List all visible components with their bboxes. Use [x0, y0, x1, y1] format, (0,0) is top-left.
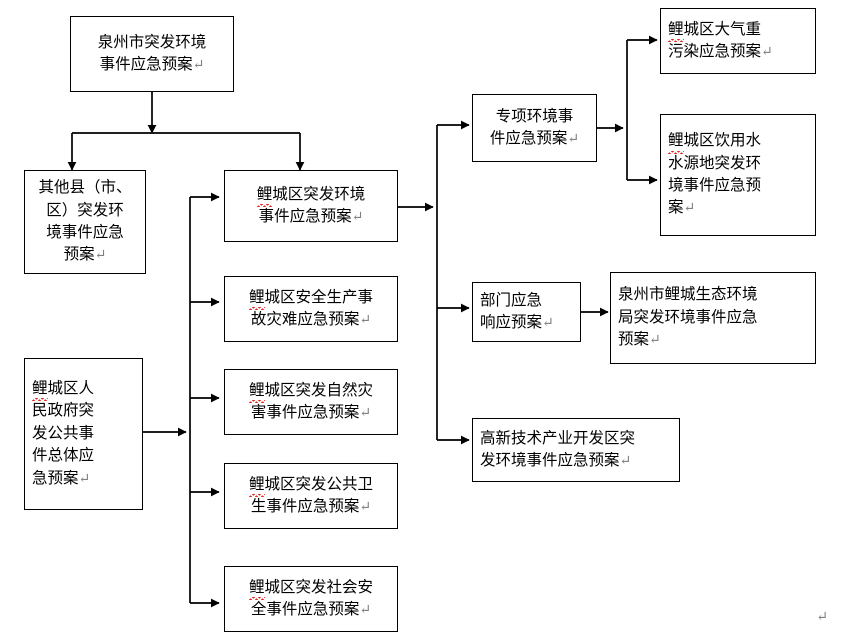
node-quanzhou-city-plan[interactable]: 泉州市突发环境事件应急预案↵ [70, 16, 234, 92]
node-line: 其他县（市、区）突发环境事件应急预案↵ [38, 179, 132, 264]
node-licheng-government-overall-plan[interactable]: 鲤城区人民政府突发公共事件总体应急预案↵ [24, 358, 143, 510]
trailing-paragraph-mark: ↵ [816, 610, 828, 625]
spellcheck-squiggle: 鲤 [248, 287, 265, 311]
node-licheng-work-safety-plan[interactable]: 鲤城区安全生产事故灾难应急预案↵ [224, 276, 398, 342]
node-line: 鲤城区大气重污染应急预案↵ [668, 19, 773, 60]
spellcheck-squiggle: 鲤 [668, 19, 684, 43]
node-line: 鲤城区突发环境事件应急预案↵ [256, 184, 366, 225]
spellcheck-squiggle: 鲤 [248, 577, 265, 601]
node-licheng-drinking-water-source-plan[interactable]: 鲤城区饮用水水源地突发环境事件应急预案↵ [660, 114, 816, 236]
spellcheck-squiggle: 鲤 [256, 184, 272, 208]
spellcheck-squiggle: 鲤 [248, 380, 265, 404]
node-line: 泉州市鲤城生态环境局突发环境事件应急预案↵ [618, 286, 758, 349]
node-hightech-zone-plan[interactable]: 高新技术产业开发区突发环境事件应急预案↵ [472, 418, 680, 482]
spellcheck-squiggle: 鲤 [668, 130, 684, 155]
node-department-response-plan[interactable]: 部门应急响应预案↵ [472, 282, 581, 342]
node-line: 鲤城区人民政府突发公共事件总体应急预案↵ [32, 378, 95, 487]
node-special-environment-plan[interactable]: 专项环境事件应急预案↵ [472, 94, 597, 162]
node-quanzhou-licheng-eco-bureau-plan[interactable]: 泉州市鲤城生态环境局突发环境事件应急预案↵ [610, 272, 816, 364]
node-line: 泉州市突发环境事件应急预案↵ [97, 33, 207, 73]
node-licheng-social-security-plan[interactable]: 鲤城区突发社会安全事件应急预案↵ [224, 566, 398, 632]
node-line: 高新技术产业开发区突发环境事件应急预案↵ [480, 429, 636, 469]
spellcheck-squiggle: 鲤 [248, 474, 265, 498]
spellcheck-squiggle: 鲤 [32, 378, 48, 402]
node-line: 鲤城区突发社会安全事件应急预案↵ [248, 577, 374, 618]
node-line: 鲤城区安全生产事故灾难应急预案↵ [248, 287, 374, 328]
node-licheng-natural-disaster-plan[interactable]: 鲤城区突发自然灾害事件应急预案↵ [224, 369, 398, 435]
node-licheng-public-health-plan[interactable]: 鲤城区突发公共卫生事件应急预案↵ [224, 463, 398, 529]
node-line: 鲤城区饮用水水源地突发环境事件应急预案↵ [668, 130, 762, 217]
node-line: 鲤城区突发自然灾害事件应急预案↵ [248, 380, 374, 421]
node-licheng-heavy-air-pollution-plan[interactable]: 鲤城区大气重污染应急预案↵ [660, 8, 816, 74]
node-line: 鲤城区突发公共卫生事件应急预案↵ [248, 474, 374, 515]
node-line: 部门应急响应预案↵ [480, 291, 554, 331]
node-line: 专项环境事件应急预案↵ [489, 107, 580, 147]
node-licheng-environment-plan[interactable]: 鲤城区突发环境事件应急预案↵ [224, 170, 398, 242]
node-other-counties-plan[interactable]: 其他县（市、区）突发环境事件应急预案↵ [24, 170, 146, 274]
